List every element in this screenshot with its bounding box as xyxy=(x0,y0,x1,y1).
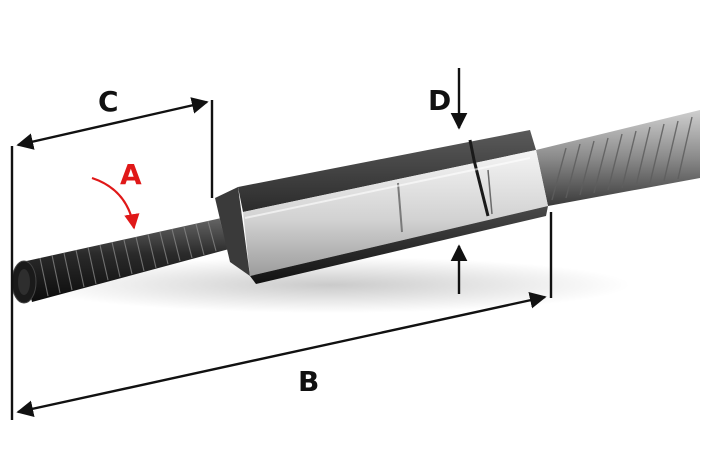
dimension-lines xyxy=(10,68,553,420)
label-d: D xyxy=(428,84,452,117)
hex-body xyxy=(215,130,548,284)
wire-rope-cable xyxy=(536,110,700,206)
dimension-b-line xyxy=(16,292,547,417)
label-c: C xyxy=(98,85,119,118)
dimension-c-line xyxy=(16,97,209,150)
label-b: B xyxy=(298,365,320,398)
dimension-a-leader xyxy=(91,176,140,230)
label-a: A xyxy=(120,158,142,191)
